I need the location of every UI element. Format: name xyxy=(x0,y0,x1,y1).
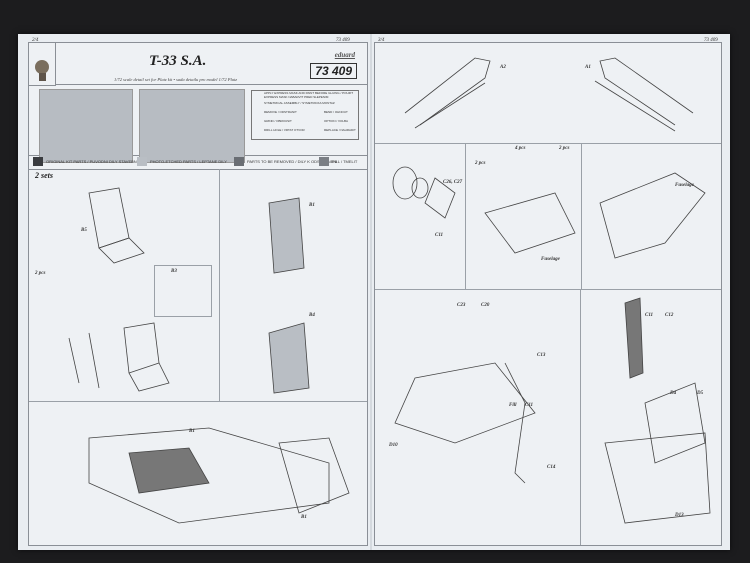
part-label: 2 pcs xyxy=(35,271,46,276)
panel-b1-b4 xyxy=(219,169,367,401)
assembly-drawings xyxy=(392,57,711,524)
page-header-code-right: 73 409 xyxy=(704,38,718,43)
left-page: T-33 S.A. 1/72 scale detail set for Plat… xyxy=(28,42,368,546)
part-label: D13 xyxy=(675,513,684,518)
swatch-remove xyxy=(234,157,244,166)
part-label: A1 xyxy=(585,65,591,70)
symbol-legend: APPLY EXPRESS MASK AND PAINT BEFORE GLUI… xyxy=(251,90,359,140)
panel-b3 xyxy=(154,265,212,317)
page-header-code: 73 409 xyxy=(336,38,350,43)
swatch-pe xyxy=(137,157,147,166)
product-code: 73 409 xyxy=(310,63,357,79)
part-label: C13 xyxy=(537,353,546,358)
legend-item: BEND / OHNOUT xyxy=(324,110,348,114)
color-key: ORIGINAL KIT PARTS / PUVODNI DILY STAVEB… xyxy=(29,155,367,170)
part-label: 4 pcs xyxy=(515,146,526,151)
page-number-left: 2/4 xyxy=(32,38,39,43)
swatch-fill xyxy=(319,157,329,166)
sets-label: 2 sets xyxy=(35,171,53,180)
pe-fret-2 xyxy=(139,89,245,163)
part-label: C14 xyxy=(547,465,556,470)
part-label: 2 pcs xyxy=(559,146,570,151)
divider xyxy=(580,289,582,545)
part-label: Fuselage xyxy=(541,257,560,262)
part-label: C12 xyxy=(665,313,674,318)
part-label: C11 xyxy=(435,233,444,238)
legend-item: DRILL HOLE / VRTAT OTVOR xyxy=(264,128,305,132)
part-label: D4 xyxy=(670,391,677,396)
sheet-subtitle: 1/72 scale detail set for Platz kit • sa… xyxy=(114,77,238,82)
part-label: C23 xyxy=(457,303,466,308)
legend-item: OPTION / VOLBA xyxy=(324,119,349,123)
sheet-title: T-33 S.A. xyxy=(149,53,207,69)
legend-item: APPLY EXPRESS MASK AND PAINT BEFORE GLUI… xyxy=(264,91,354,99)
part-label: C11 xyxy=(525,403,534,408)
part-label: 2 pcs xyxy=(475,161,486,166)
part-label: Fill xyxy=(509,403,517,408)
key-label: FILL / TMELIT xyxy=(332,159,358,164)
paper-fold xyxy=(370,34,372,550)
divider xyxy=(29,401,367,403)
key-label: ORIGINAL KIT PARTS / PUVODNI DILY STAVEB… xyxy=(46,159,144,164)
divider xyxy=(375,289,721,291)
key-label: PHOTO-ETCHED PARTS / LEPTANE DILY xyxy=(150,159,227,164)
divider xyxy=(375,143,721,145)
legend-item: REMOVE / ODSTRANIT xyxy=(264,110,297,114)
swatch-original xyxy=(33,157,43,166)
brand-logo: eduard xyxy=(334,51,355,59)
part-label: D5 xyxy=(697,391,704,396)
part-label: D10 xyxy=(389,443,398,448)
instruction-sheet: 2/4 3/4 73 409 73 409 T-33 S.A. 1/72 sca… xyxy=(18,34,730,550)
pe-fret-1 xyxy=(39,89,133,163)
right-page: A2 A1 C26, C27 C11 4 pcs 2 pcs 2 pcs Fus… xyxy=(374,42,722,546)
panel-fuselage xyxy=(465,143,582,289)
legend-item: REPLACE / NAHRADIT xyxy=(324,128,356,132)
part-label: B1 xyxy=(301,515,307,520)
page-number-right: 3/4 xyxy=(378,38,385,43)
legend-item: GRIND / OBROUSIT xyxy=(264,119,292,123)
part-label: B4 xyxy=(309,313,315,318)
part-label: B1 xyxy=(309,203,315,208)
part-label: B5 xyxy=(81,228,87,233)
part-label: C20 xyxy=(481,303,490,308)
part-label: Fuselage xyxy=(675,183,694,188)
key-label: PARTS TO BE REMOVED / DILY K ODSTRANENI xyxy=(247,159,338,164)
pilot-logo xyxy=(29,43,56,86)
part-label: C11 xyxy=(645,313,654,318)
legend-item: SYMETRICAL ASSEMBLY / SYMETRICKA MONTAZ xyxy=(264,101,335,105)
part-label: B1 xyxy=(189,429,195,434)
seat-drawings xyxy=(68,187,350,524)
sheet-header: T-33 S.A. 1/72 scale detail set for Plat… xyxy=(29,43,367,163)
part-label: B3 xyxy=(171,269,177,274)
part-label: A2 xyxy=(500,65,506,70)
part-label: C26, C27 xyxy=(443,180,463,185)
